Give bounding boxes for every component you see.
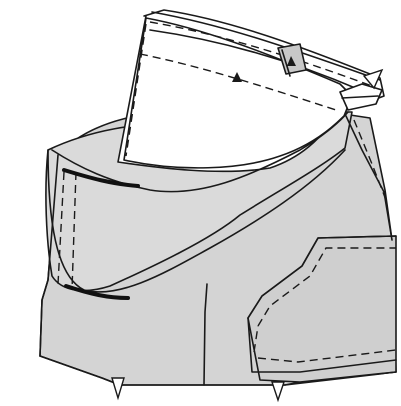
triangle-notch-icon <box>287 56 296 66</box>
balance-mark-icon <box>62 168 140 188</box>
facing-outer-curve <box>47 149 346 293</box>
side-loop-edge <box>341 95 379 99</box>
left-edge <box>39 154 59 357</box>
facing-stitch-left <box>57 171 65 285</box>
triangle-notch-icon <box>111 377 125 401</box>
triangle-notch-icon <box>232 72 242 82</box>
balance-mark-icon <box>64 284 130 300</box>
triangle-notch-icon <box>362 68 384 90</box>
belt-tab-edge <box>281 49 291 77</box>
facing-stitch-inner <box>71 171 77 291</box>
waistband-stitch-top <box>149 21 373 87</box>
pocket-stitch <box>257 349 397 363</box>
waistband-stitch-left <box>125 23 147 157</box>
triangle-notch-icon <box>271 381 285 403</box>
side-seam <box>345 115 393 241</box>
front-panel-outline <box>247 235 397 319</box>
pocket-outline <box>247 317 397 373</box>
waistband-inner-edge <box>149 29 361 91</box>
side-seam-stitch <box>353 119 387 201</box>
front-panel-stitch-top <box>257 247 396 327</box>
facing-lower-edge <box>51 111 349 193</box>
center-seam <box>203 283 208 386</box>
waistband-top-edge <box>151 11 381 81</box>
waistband-stitch-lower <box>139 53 337 111</box>
front-panel-stitch-side <box>253 325 259 353</box>
